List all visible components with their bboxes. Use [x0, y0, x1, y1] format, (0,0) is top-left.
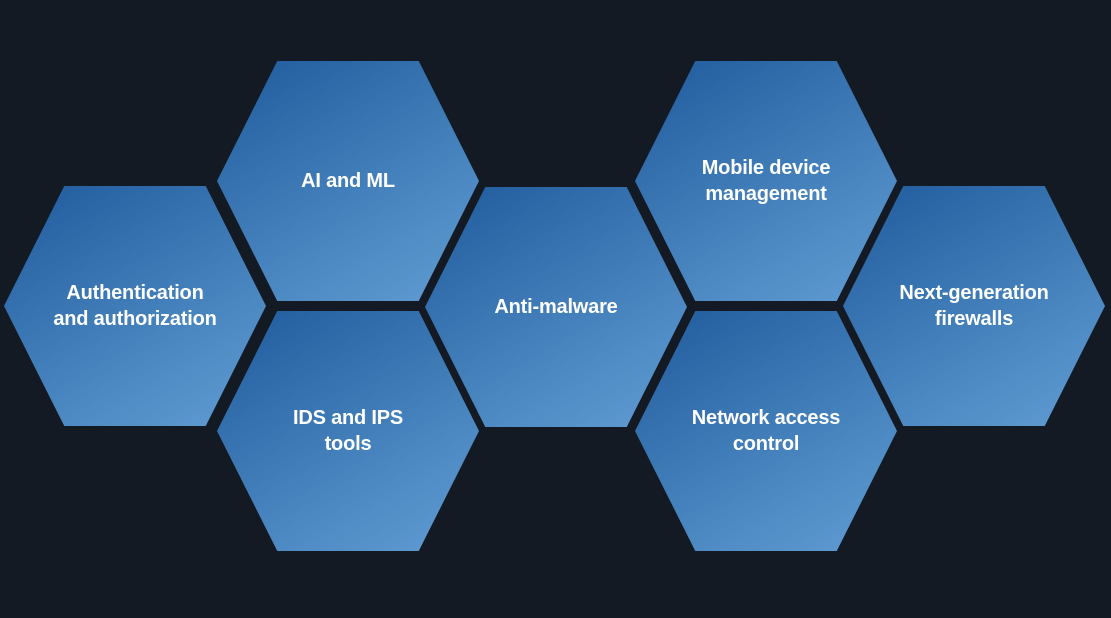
hexagon-label: Authentication and authorization [53, 282, 217, 330]
hexagon-next-generation-firewalls: Next-generation firewalls [843, 186, 1105, 426]
hexagon-label: Anti-malware [494, 296, 618, 318]
hexagon-anti-malware: Anti-malware [425, 187, 687, 427]
hexagon-ids-ips: IDS and IPS tools [217, 311, 479, 551]
hexagon-ai-ml: AI and ML [217, 61, 479, 301]
hexagon-mobile-device-management: Mobile device management [635, 61, 897, 301]
hexagon-label: AI and ML [301, 170, 395, 192]
hexagon-label: Next-generation firewalls [899, 282, 1049, 330]
hexagon-label: Network access control [691, 407, 841, 455]
hexagon-label: IDS and IPS tools [292, 407, 404, 455]
hexagon-label: Mobile device management [701, 157, 831, 205]
hexagon-authentication: Authentication and authorization [4, 186, 266, 426]
hexagon-network-access-control: Network access control [635, 311, 897, 551]
